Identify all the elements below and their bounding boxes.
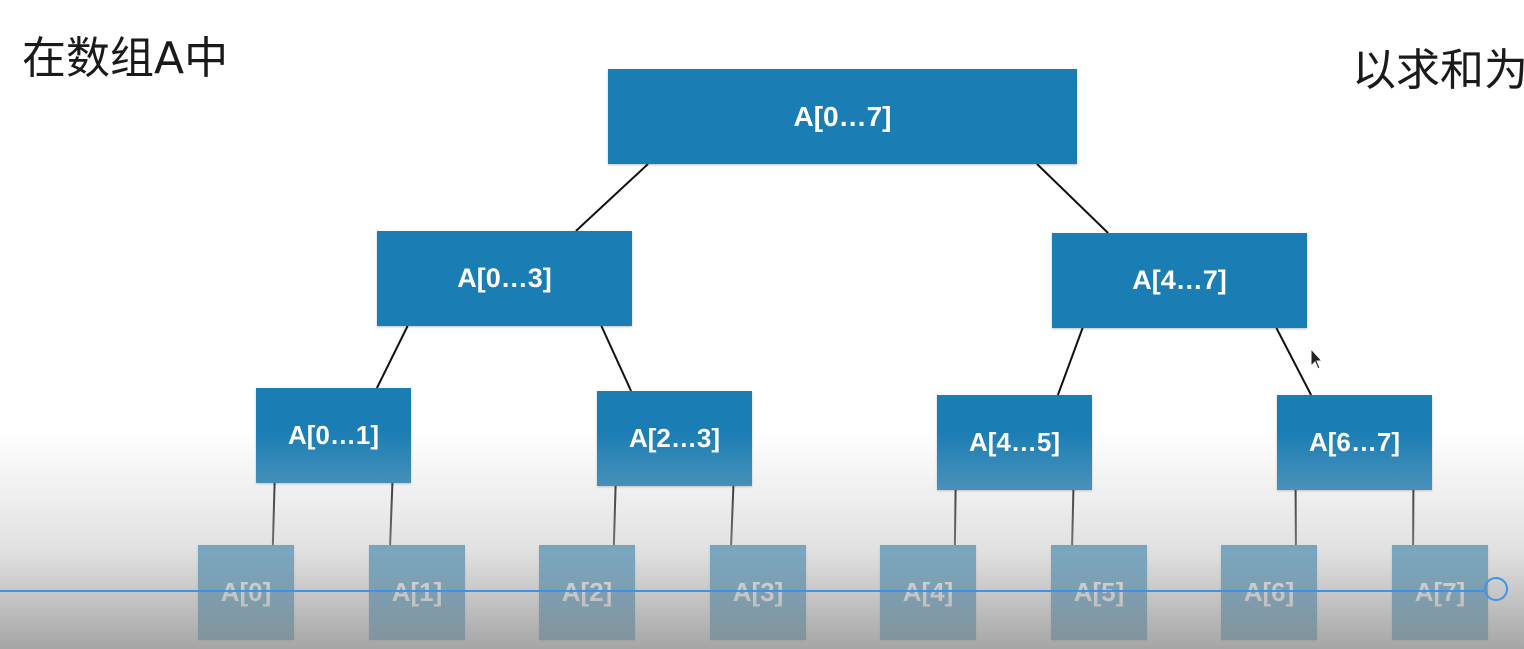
tree-node-n4: A[2…3] [597, 391, 752, 486]
tree-edge-n4-n9 [612, 485, 617, 546]
tree-node-n11: A[4] [880, 545, 976, 640]
tree-node-label: A[2] [561, 577, 613, 607]
tree-edge-n3-n7 [271, 482, 276, 546]
tree-edge-n4-n10 [730, 485, 735, 546]
tree-node-label: A[6…7] [1308, 427, 1400, 457]
tree-edge-n0-n1 [575, 163, 649, 232]
tree-edge-n2-n6 [1275, 327, 1312, 396]
tree-edge-n1-n4 [600, 325, 633, 392]
mouse-pointer-icon [1310, 348, 1324, 370]
tree-node-label: A[2…3] [628, 423, 720, 453]
tree-node-label: A[0…7] [793, 100, 892, 132]
tree-node-n8: A[1] [369, 545, 465, 640]
tree-node-label: A[3] [732, 577, 784, 607]
tree-node-n6: A[6…7] [1277, 395, 1432, 490]
tree-node-label: A[0] [220, 577, 272, 607]
tree-node-n13: A[6] [1221, 545, 1317, 640]
tree-node-n5: A[4…5] [937, 395, 1092, 490]
tree-node-n10: A[3] [710, 545, 806, 640]
tree-node-label: A[4] [902, 577, 954, 607]
tree-node-label: A[0…1] [287, 420, 379, 450]
tree-node-n1: A[0…3] [377, 231, 632, 326]
tree-edge-n5-n11 [953, 489, 957, 546]
playback-progress-line[interactable] [0, 590, 1484, 592]
tree-node-n14: A[7] [1392, 545, 1488, 640]
caption-right: 以求和为 [1352, 45, 1524, 96]
tree-node-n0: A[0…7] [608, 69, 1077, 164]
tree-node-label: A[5] [1073, 577, 1125, 607]
tree-node-n2: A[4…7] [1052, 233, 1307, 328]
caption-left: 在数组A中 [22, 33, 229, 84]
tree-edge-n5-n12 [1071, 489, 1075, 546]
tree-node-label: A[4…7] [1132, 265, 1227, 295]
tree-node-label: A[0…3] [457, 263, 552, 293]
tree-node-n7: A[0] [198, 545, 294, 640]
tree-node-label: A[7] [1414, 577, 1466, 607]
tree-edge-n2-n5 [1056, 327, 1084, 396]
tree-node-label: A[4…5] [968, 427, 1060, 457]
tree-node-n3: A[0…1] [256, 388, 411, 483]
tree-node-label: A[1] [391, 577, 443, 607]
tree-node-n12: A[5] [1051, 545, 1147, 640]
tree-edge-n3-n8 [389, 482, 394, 546]
tree-edge-n0-n2 [1036, 163, 1109, 234]
tree-edge-n1-n3 [376, 325, 409, 389]
tree-node-n9: A[2] [539, 545, 635, 640]
tree-node-label: A[6] [1243, 577, 1295, 607]
playhead-knob-icon[interactable] [1484, 577, 1508, 601]
